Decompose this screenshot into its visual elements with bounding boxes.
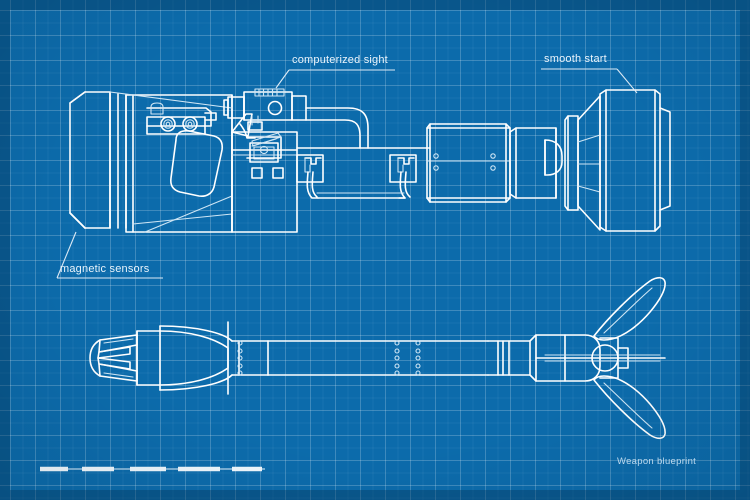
magnetic-sensor-rail xyxy=(146,102,217,135)
launcher-side-view xyxy=(69,88,671,233)
receiver-section xyxy=(231,131,298,233)
callout-leaders xyxy=(56,68,638,279)
projectile-side-view xyxy=(89,276,666,440)
body-tube xyxy=(267,340,489,376)
smooth-start-muzzle xyxy=(564,89,671,232)
callout-label-computerized-sight: computerized sight xyxy=(292,54,388,66)
coupling-rings xyxy=(487,340,531,376)
sling-hooks xyxy=(296,154,417,199)
mid-body-section xyxy=(426,123,511,203)
computerized-sight xyxy=(223,88,307,159)
top-rail xyxy=(296,107,431,149)
optics-window xyxy=(170,130,224,197)
nose-cone-petals xyxy=(89,334,138,382)
warhead-section xyxy=(136,321,233,395)
stabiliser-fins xyxy=(593,276,666,440)
barrel-section xyxy=(509,127,563,199)
rivet-cluster-mid xyxy=(394,340,421,376)
blueprint-caption: Weapon blueprint xyxy=(617,456,697,467)
rear-sensor-housing xyxy=(69,91,127,229)
rivet-band-forward xyxy=(231,340,269,376)
motor-section xyxy=(529,334,666,382)
callout-label-smooth-start: smooth start xyxy=(544,53,607,65)
callout-label-magnetic-sensors: magnetic sensors xyxy=(60,263,150,275)
